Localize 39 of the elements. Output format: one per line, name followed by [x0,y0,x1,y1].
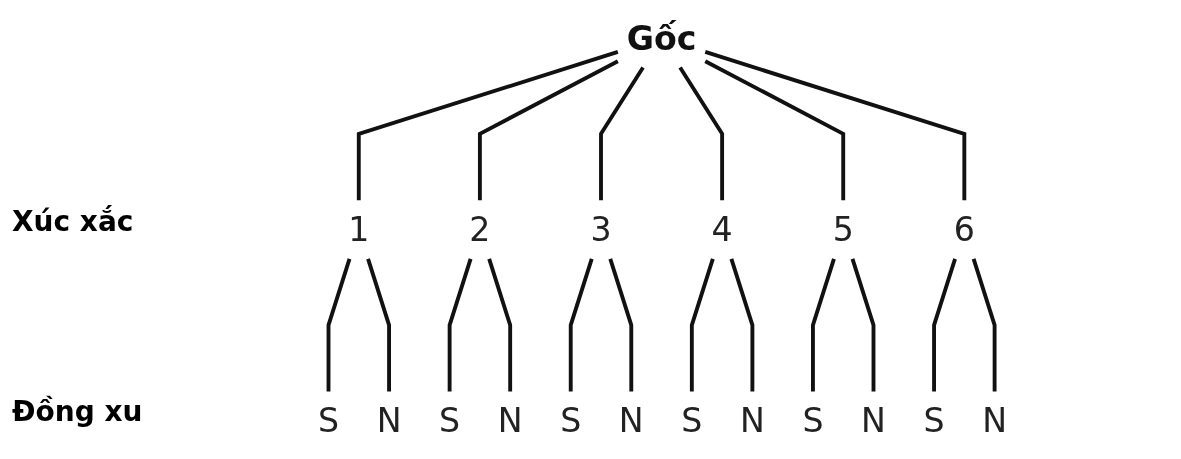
connector [811,258,836,392]
node-text: 4 [711,210,733,249]
connector [568,258,594,392]
connector [487,258,513,392]
node-text: S [681,401,703,441]
connector [689,258,715,392]
connector [704,50,967,201]
connector [678,66,725,201]
connector [356,50,619,201]
connector [326,258,352,392]
connector [608,258,634,392]
connector [932,258,957,392]
row-label: Đồng xu [12,395,143,428]
node-text: N [376,401,402,441]
connector [477,59,619,201]
connector [971,258,997,392]
connector [850,258,876,392]
node-text: S [923,401,945,441]
node-text: 3 [590,210,612,249]
node-text: S [317,401,340,441]
node-text: N [739,401,765,441]
node-text: 1 [348,210,370,249]
node-text: N [497,401,523,441]
connector [366,258,391,392]
connector [447,258,473,392]
connector [599,66,645,201]
row-label: Xúc xắc [12,205,134,238]
node-text: S [439,401,461,441]
node-text: N [982,401,1008,441]
node-text: 2 [469,210,491,249]
node-text: S [802,401,824,441]
node-text: 6 [953,210,975,249]
connector [729,258,755,392]
connector [704,59,846,201]
node-text: Gốc [626,18,697,58]
node-text: 5 [832,210,854,249]
node-text: N [618,401,644,441]
node-text: S [560,401,582,441]
node-text: N [861,401,886,441]
